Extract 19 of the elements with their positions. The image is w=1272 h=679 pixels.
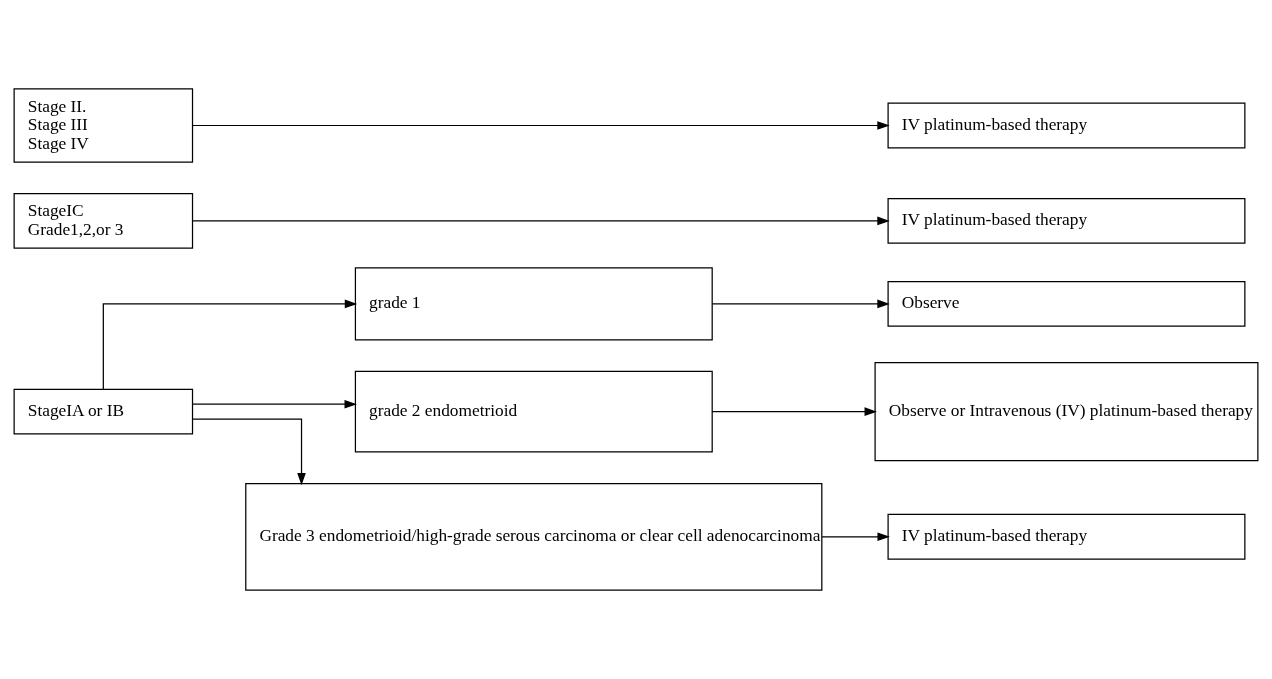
node-box: grade 1 [354,267,713,341]
arrow [102,299,358,390]
node-box: Observe or Intravenous (IV) platinum-based therapy [874,362,1259,462]
node-box: IV platinum-based therapy [887,513,1246,560]
node-box: StageIA or IB [13,388,194,435]
arrow [711,407,877,416]
node-box: IV platinum-based therapy [887,197,1246,244]
arrow [711,299,890,309]
node-box: grade 2 endometrioid [354,370,713,453]
arrow [192,121,890,130]
arrow [191,399,357,409]
node-box: Observe [887,280,1246,327]
arrow [821,532,890,542]
node-box: StageIC Grade1,2,or 3 [13,193,194,249]
node-box: IV platinum-based therapy [887,102,1246,149]
node-box: Stage II. Stage III Stage IV [13,88,194,163]
node-box: Grade 3 endometrioid/high-grade serous carcinoma or clear cell adenocarcinoma [245,482,823,591]
arrow [192,216,890,226]
arrow [191,418,306,486]
